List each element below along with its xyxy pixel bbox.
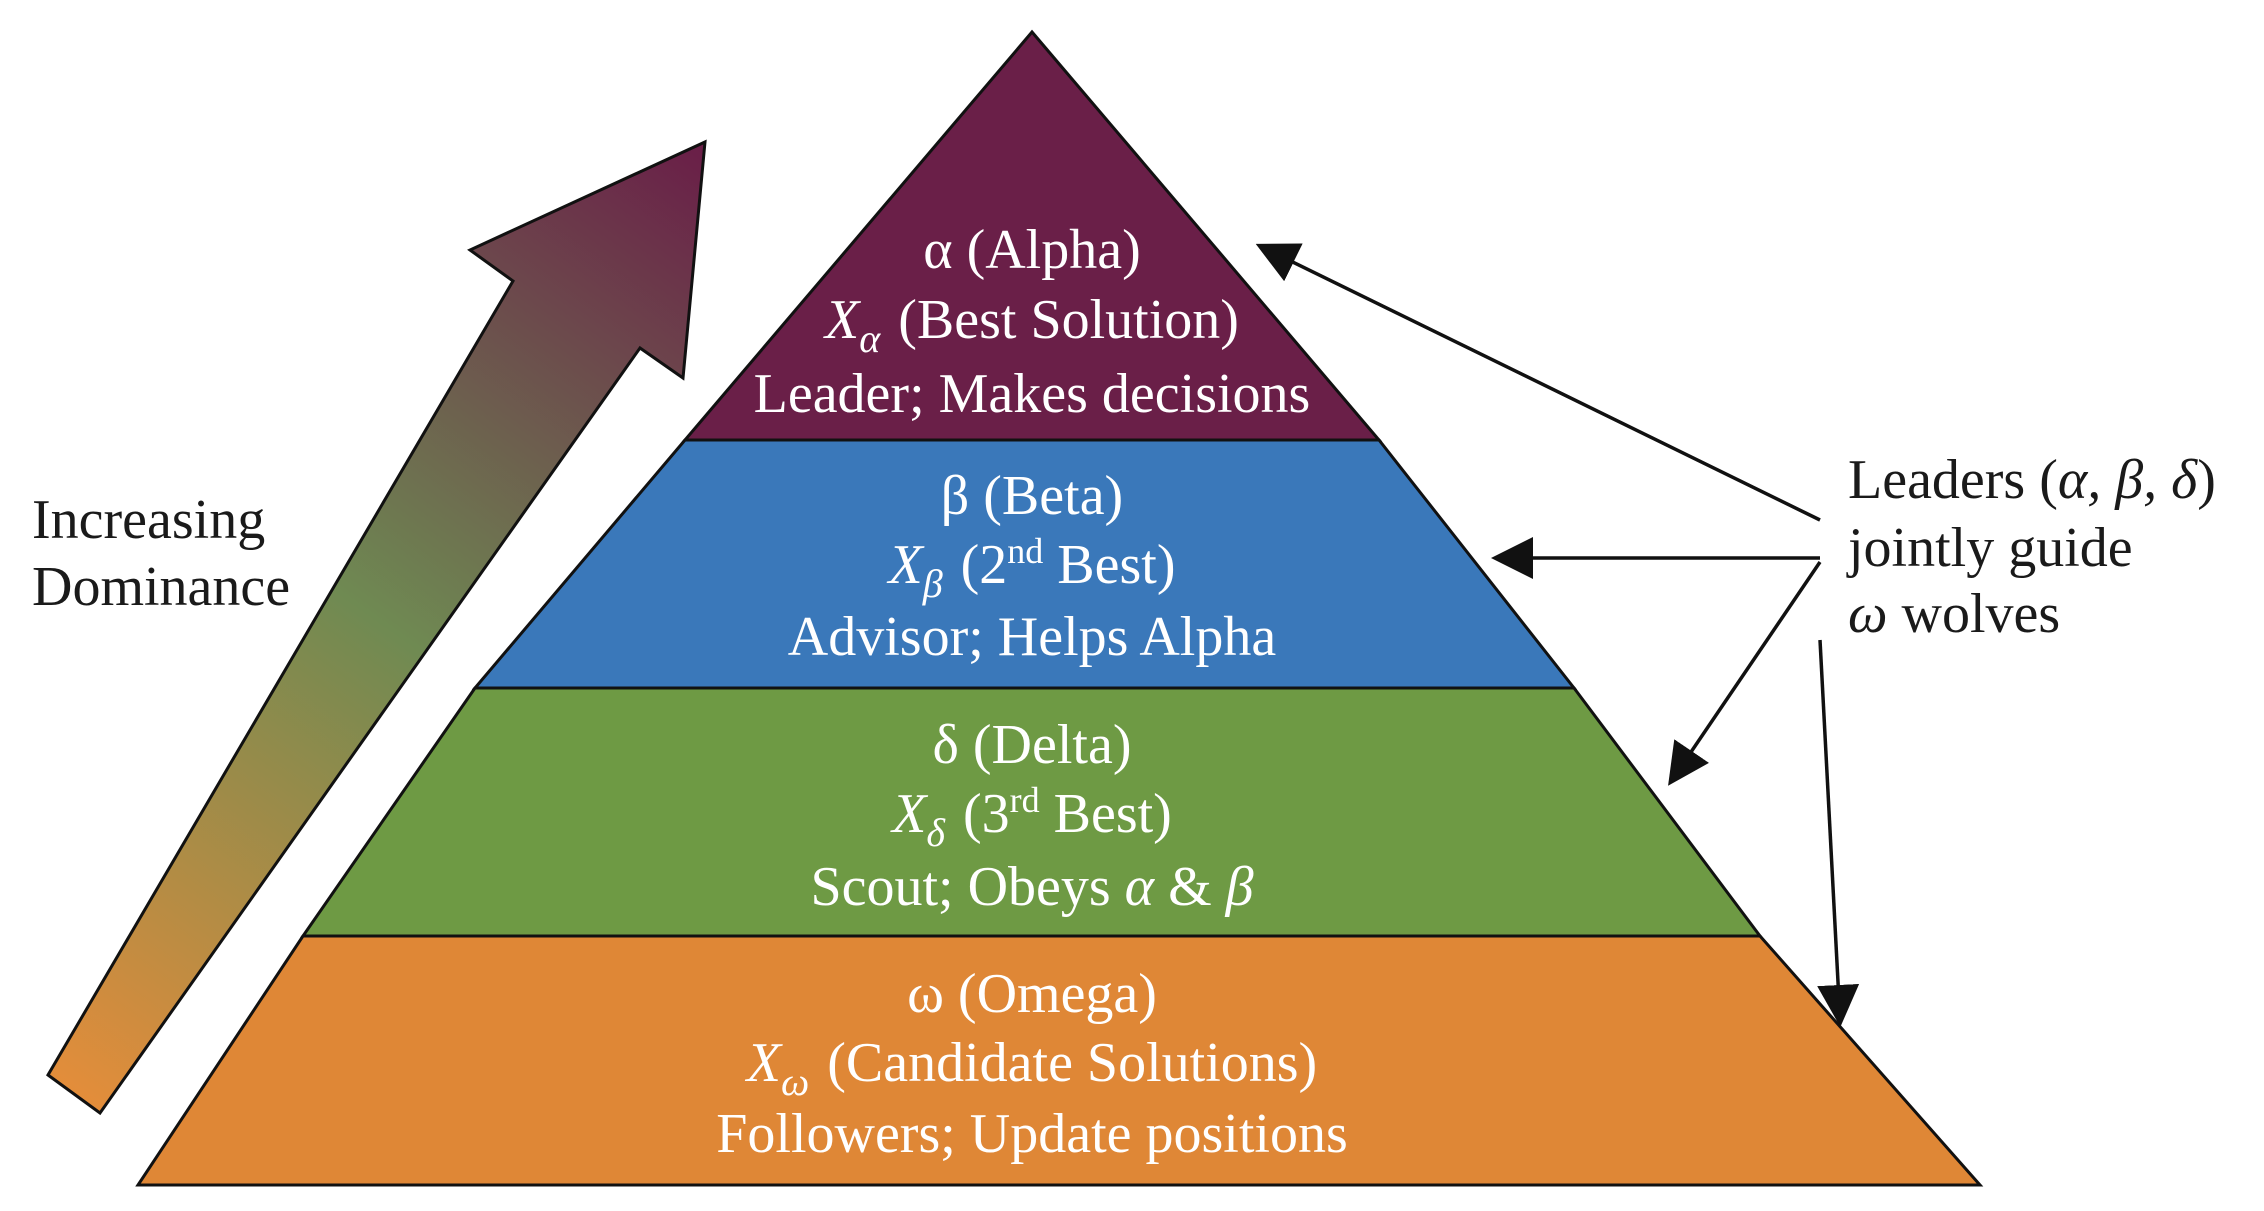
alpha-text-group: α (Alpha) Xα (Best Solution) Leader; Make… <box>754 219 1311 425</box>
delta-role-beta: β <box>1225 856 1254 918</box>
omega-title: ω (Omega) <box>907 963 1157 1025</box>
alpha-role: Leader; Makes decisions <box>754 363 1311 425</box>
dominance-label-line1: Increasing <box>32 489 265 551</box>
beta-role: Advisor; Helps Alpha <box>788 606 1277 668</box>
omega-var-base: X <box>745 1032 784 1094</box>
leaders-note-line3-text: wolves <box>1888 583 2061 645</box>
dominance-label-line2: Dominance <box>32 556 290 618</box>
alpha-var-base: X <box>823 289 862 351</box>
delta-variable: Xδ (3rd Best) <box>890 780 1172 855</box>
dominance-arrow <box>46 139 707 1116</box>
arrow-to-alpha <box>1255 243 1821 522</box>
delta-role-text: Scout; Obeys <box>810 856 1124 918</box>
alpha-title: α (Alpha) <box>923 219 1141 281</box>
omega-var-text: (Candidate Solutions) <box>827 1032 1317 1094</box>
delta-role: Scout; Obeys α & β <box>810 856 1253 918</box>
delta-role-and: & <box>1154 856 1226 918</box>
delta-title: δ (Delta) <box>933 714 1132 776</box>
beta-var-sup: nd <box>1007 531 1043 571</box>
leaders-note-line3-greek: ω <box>1848 583 1888 645</box>
beta-text-group: β (Beta) Xβ (2nd Best) Advisor; Helps Alp… <box>788 465 1277 668</box>
leaders-note-line1-greek: α, β, δ <box>2058 449 2198 511</box>
leaders-note: Leaders (α, β, δ) jointly guide ω wolves <box>1846 449 2230 645</box>
beta-var-text: (2 <box>961 534 1008 596</box>
leaders-note-line1-text: Leaders ( <box>1848 449 2058 511</box>
leaders-note-line2: jointly guide <box>1846 517 2133 579</box>
delta-text-group: δ (Delta) Xδ (3rd Best) Scout; Obeys α & … <box>810 714 1253 918</box>
delta-var-after: Best) <box>1040 783 1172 845</box>
beta-var-sub: β <box>922 561 943 606</box>
beta-variable: Xβ (2nd Best) <box>886 531 1175 606</box>
leaders-note-line1-close: ) <box>2197 449 2216 511</box>
tier-omega <box>135 934 1984 1187</box>
arrow-to-omega <box>1817 639 1860 1027</box>
beta-var-base: X <box>886 534 925 596</box>
delta-var-text: (3 <box>963 783 1010 845</box>
leaders-note-line1: Leaders (α, β, δ) <box>1848 449 2216 511</box>
omega-variable: Xω (Candidate Solutions) <box>745 1032 1317 1104</box>
omega-var-sub: ω <box>781 1059 809 1104</box>
leaders-note-line3: ω wolves <box>1848 583 2060 645</box>
omega-text-group: ω (Omega) Xω (Candidate Solutions) Follow… <box>716 963 1348 1165</box>
delta-var-sup: rd <box>1010 780 1040 820</box>
arrow-to-delta <box>1668 561 1822 786</box>
delta-role-alpha: α <box>1125 856 1156 918</box>
alpha-variable: Xα (Best Solution) <box>823 289 1239 361</box>
alpha-var-text: (Best Solution) <box>898 289 1239 351</box>
omega-role: Followers; Update positions <box>716 1103 1348 1165</box>
delta-var-sub: δ <box>926 810 946 855</box>
beta-var-after: Best) <box>1043 534 1175 596</box>
dominance-label: Increasing Dominance <box>32 489 290 618</box>
delta-var-base: X <box>890 783 929 845</box>
beta-title: β (Beta) <box>941 465 1123 527</box>
alpha-var-sub: α <box>859 316 881 361</box>
